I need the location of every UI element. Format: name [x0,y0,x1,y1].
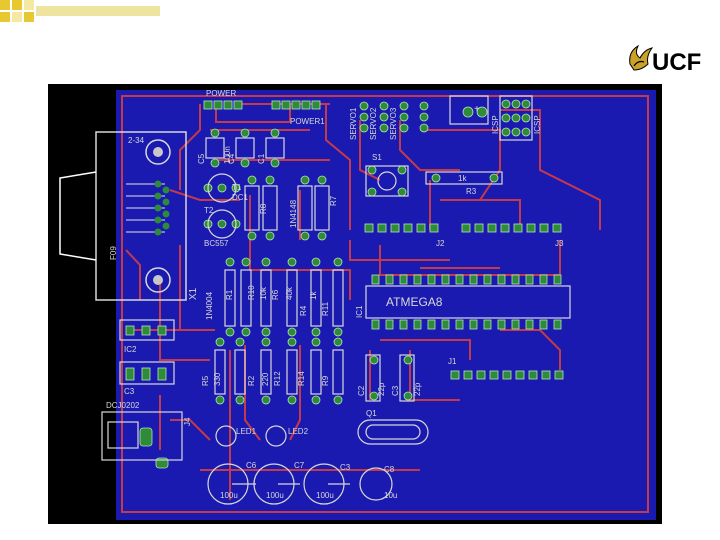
label-r8: R8 [259,203,268,214]
label-r6: R6 [271,289,280,300]
label-plus: + [474,104,480,115]
label-dcj0202: DCJ0202 [106,401,140,410]
label-t1: T1 [232,183,242,192]
label-j1: J1 [448,357,457,366]
ucf-logo: UCF [629,44,701,76]
label-servo3: SERVO3 [389,107,398,140]
outline-trace [121,95,649,513]
label-330: 330 [213,372,222,386]
label-1k: 1k [309,291,318,300]
corner-decoration [0,0,160,22]
label-22p-a: 22p [377,382,386,396]
label-ic2: IC2 [124,345,137,354]
label-r11: R11 [321,301,330,316]
label-100n: 100n [223,146,232,164]
label-220: 220 [261,372,270,386]
label-c1: C1 [257,153,266,164]
label-c8: C8 [384,465,395,474]
label-j4: J4 [183,417,192,426]
label-r9: R9 [321,375,330,386]
label-r1: R1 [225,289,234,300]
pads [125,99,564,469]
label-234: 2-34 [128,136,145,145]
label-c3-crystal: C3 [391,385,400,396]
label-c3-bottom: C3 [340,463,351,472]
label-c7: C7 [294,461,305,470]
label-r4: R4 [299,305,308,316]
label-cap-c3: 100u [316,491,334,500]
label-j3: J3 [555,239,564,248]
pegasus-icon [629,44,654,71]
label-c3: C3 [124,387,135,396]
label-10k: 10k [259,286,268,300]
label-r3-value: 1k [458,174,467,183]
label-servo2: SERVO2 [369,107,378,140]
label-c4: C4 [227,153,236,164]
label-r5: R5 [201,375,210,386]
label-ic1: IC1 [355,305,364,318]
label-power: POWER [206,89,236,98]
label-cap-c6: 100u [220,491,238,500]
label-40k: 40k [285,286,294,300]
label-1n4148: 1N4148 [289,199,298,228]
label-power1: POWER1 [290,117,325,126]
label-cap-c7: 100u [266,491,284,500]
label-led2: LED2 [288,427,309,436]
label-dc1: DC1 [232,193,249,202]
label-cap-c8: 10u [384,491,397,500]
label-1n4004: 1N4004 [205,291,214,320]
label-j2: J2 [436,239,445,248]
label-t2: T2 [204,206,214,215]
label-r2: R2 [247,375,256,386]
label-led1: LED1 [236,427,257,436]
label-c2: C2 [357,385,366,396]
label-x1: X1 [188,287,199,300]
label-22p-b: 22p [413,382,422,396]
pcb-board [116,90,656,520]
label-bc557: BC557 [204,239,229,248]
label-r10: R10 [247,285,256,300]
label-f09: F09 [109,246,118,260]
label-r14: R14 [297,371,306,386]
silkscreen [101,95,571,505]
logo-text: UCF [652,49,701,76]
label-r12: R12 [273,371,282,386]
label-atmega8: ATMEGA8 [386,295,443,309]
label-s1: S1 [372,153,382,162]
label-r7: R7 [329,195,338,206]
label-c6: C6 [246,461,257,470]
label-c5: C5 [197,153,206,164]
label-q1: Q1 [366,409,377,418]
label-r3: R3 [466,187,477,196]
label-icsp: ICSP [491,115,500,134]
label-servo1: SERVO1 [349,107,358,140]
db9-connector [59,131,187,301]
label-icsp-2: ICSP [533,115,542,134]
